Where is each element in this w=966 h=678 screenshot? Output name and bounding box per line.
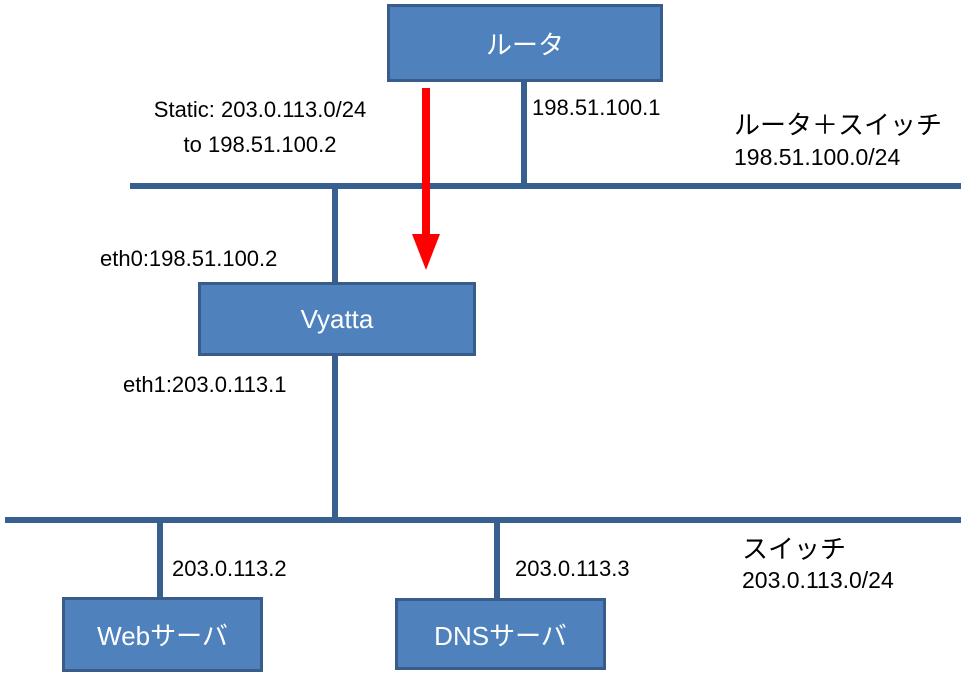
upper-segment-subnet-label: 198.51.100.0/24 xyxy=(734,144,901,170)
web-server-node-label: Webサーバ xyxy=(97,621,228,651)
lower-segment-name-label: スイッチ xyxy=(742,534,847,564)
dns-server-node: DNSサーバ xyxy=(395,598,606,670)
lower-bus-to-web-line xyxy=(157,522,163,598)
arrow-head xyxy=(412,234,440,270)
lower-bus-line xyxy=(5,517,961,523)
router-node: ルータ xyxy=(387,4,663,82)
lower-segment-subnet-label: 203.0.113.0/24 xyxy=(742,567,894,593)
upper-bus-line xyxy=(130,183,961,189)
web-server-ip-label: 203.0.113.2 xyxy=(172,556,287,581)
dns-server-ip-label: 203.0.113.3 xyxy=(515,556,630,581)
router-interface-ip-label: 198.51.100.1 xyxy=(532,95,661,120)
upper-segment-name-label: ルータ＋スイッチ xyxy=(734,110,943,140)
vyatta-to-lower-bus-line xyxy=(332,356,338,519)
static-route-down-arrow-icon xyxy=(412,88,440,270)
arrow-shaft xyxy=(422,88,430,234)
upper-bus-to-vyatta-line xyxy=(332,187,338,282)
vyatta-node-label: Vyatta xyxy=(300,303,374,334)
static-route-annotation-line2: to 198.51.100.2 xyxy=(183,132,337,157)
router-to-upper-bus-line xyxy=(521,82,527,185)
vyatta-eth1-label: eth1:203.0.113.1 xyxy=(123,372,287,397)
static-route-annotation-line1: Static: 203.0.113.0/24 xyxy=(153,97,367,122)
vyatta-node: Vyatta xyxy=(198,282,476,356)
router-node-label: ルータ xyxy=(485,29,564,60)
static-route-annotation: Static: 203.0.113.0/24 to 198.51.100.2 xyxy=(105,92,415,162)
dns-server-node-label: DNSサーバ xyxy=(434,620,567,651)
vyatta-eth0-label: eth0:198.51.100.2 xyxy=(100,246,278,271)
web-server-node: Webサーバ xyxy=(62,597,263,672)
lower-bus-to-dns-line xyxy=(494,522,500,599)
